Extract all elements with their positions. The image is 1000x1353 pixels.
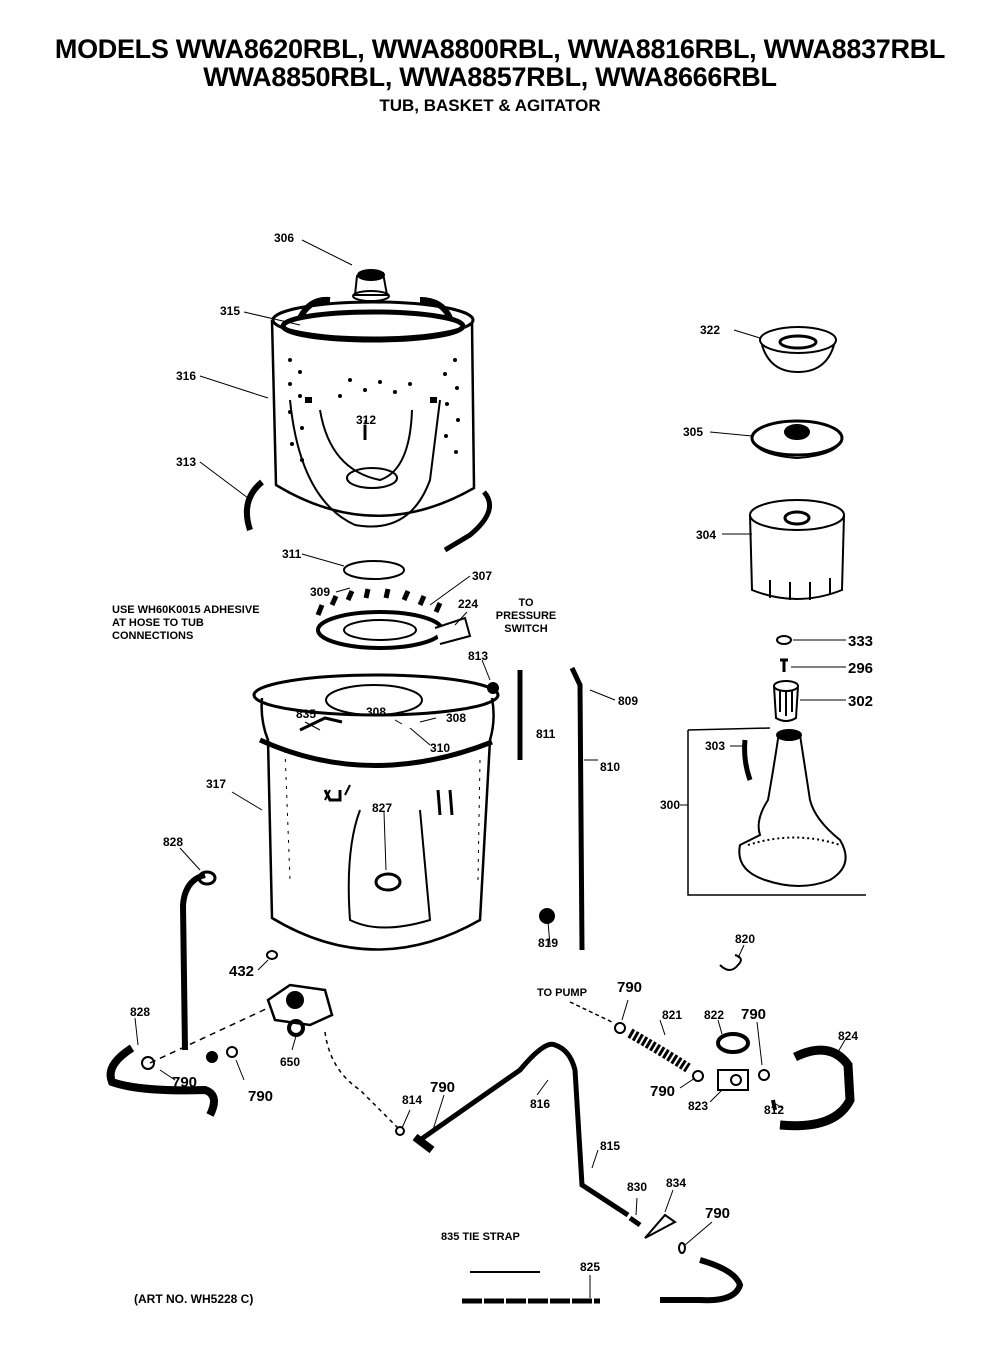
- agitator-cap: [352, 269, 390, 302]
- label-812: 812: [764, 1103, 784, 1117]
- agitator-barrel-304: [749, 499, 845, 600]
- basket-ring-313: [443, 490, 493, 553]
- basket-hose-313: [244, 479, 265, 531]
- label-816: 816: [530, 1097, 550, 1111]
- label-308a: 308: [366, 705, 386, 719]
- wash-basket: [270, 296, 476, 528]
- label-310: 310: [430, 741, 450, 755]
- adhesive-note-line3: CONNECTIONS: [112, 630, 194, 642]
- pressure-switch-line2: PRESSURE: [495, 610, 557, 622]
- hose-end: [660, 1257, 744, 1304]
- label-823: 823: [688, 1099, 708, 1113]
- tee-823: [717, 1069, 749, 1091]
- screw-296: [780, 658, 788, 672]
- label-790c: 790: [430, 1079, 455, 1096]
- label-813: 813: [468, 649, 488, 663]
- label-305: 305: [683, 425, 703, 439]
- label-312: 312: [356, 413, 376, 427]
- label-300: 300: [660, 798, 680, 812]
- label-821: 821: [662, 1008, 682, 1022]
- gasket-311: [343, 560, 405, 580]
- label-790g: 790: [705, 1205, 730, 1222]
- label-790f: 790: [650, 1083, 675, 1100]
- label-308b: 308: [446, 711, 466, 725]
- models-title-line2: WWA8850RBL, WWA8857RBL, WWA8666RBL: [203, 62, 777, 92]
- label-315: 315: [220, 304, 240, 318]
- label-650: 650: [280, 1055, 300, 1069]
- label-316: 316: [176, 369, 196, 383]
- label-790d: 790: [617, 979, 642, 996]
- hose-824: [779, 1045, 855, 1131]
- label-824: 824: [838, 1029, 858, 1043]
- label-322: 322: [700, 323, 720, 337]
- label-333: 333: [848, 633, 873, 650]
- adhesive-note-line1: USE WH60K0015 ADHESIVE: [112, 604, 260, 616]
- label-317: 317: [206, 777, 226, 791]
- label-827: 827: [372, 801, 392, 815]
- pressure-switch-note: TO PRESSURE SWITCH: [488, 597, 564, 636]
- label-822: 822: [704, 1008, 724, 1022]
- tub-hub-307: [315, 588, 472, 650]
- adhesive-note: USE WH60K0015 ADHESIVE AT HOSE TO TUB CO…: [112, 604, 260, 643]
- label-296: 296: [848, 660, 873, 677]
- fitting-822: [716, 1032, 750, 1054]
- pressure-switch-line3: SWITCH: [504, 623, 548, 635]
- cap-322: [759, 326, 837, 374]
- outer-tub: [252, 673, 500, 951]
- label-306: 306: [274, 231, 294, 245]
- hose-821: [627, 1028, 691, 1073]
- label-820: 820: [735, 932, 755, 946]
- label-828b: 828: [130, 1005, 150, 1019]
- label-432: 432: [229, 963, 254, 980]
- label-835: 835: [296, 707, 316, 721]
- coupling-302: [773, 680, 799, 722]
- label-814: 814: [402, 1093, 422, 1107]
- label-307: 307: [472, 569, 492, 583]
- label-303: 303: [705, 739, 725, 753]
- label-790e: 790: [741, 1006, 766, 1023]
- label-809: 809: [618, 694, 638, 708]
- section-title: TUB, BASKET & AGITATOR: [379, 96, 601, 115]
- label-834: 834: [666, 1176, 686, 1190]
- clip-820: [719, 954, 742, 971]
- adhesive-note-line2: AT HOSE TO TUB: [112, 617, 204, 629]
- label-309: 309: [310, 585, 330, 599]
- hose-828-upper: [179, 872, 206, 1051]
- drain-hose-810: [569, 666, 585, 951]
- label-302: 302: [848, 693, 873, 710]
- washer-333: [776, 635, 792, 645]
- label-810: 810: [600, 760, 620, 774]
- to-pump-note: TO PUMP: [537, 987, 587, 999]
- label-811: 811: [536, 727, 556, 741]
- art-number: (ART NO. WH5228 C): [134, 1292, 254, 1306]
- dispenser-305: [750, 419, 844, 460]
- label-313: 313: [176, 455, 196, 469]
- models-title-line1: MODELS WWA8620RBL, WWA8800RBL, WWA8816RB…: [54, 34, 946, 64]
- label-790a: 790: [172, 1074, 197, 1091]
- label-828a: 828: [163, 835, 183, 849]
- nut-819: [539, 908, 555, 924]
- label-830: 830: [627, 1180, 647, 1194]
- tie-strap-note: 835 TIE STRAP: [441, 1231, 520, 1243]
- pump-650: [266, 983, 334, 1037]
- drain-hose-815: [418, 1041, 630, 1218]
- label-825: 825: [580, 1260, 600, 1274]
- filter-834: [644, 1213, 677, 1239]
- pressure-switch-line1: TO: [518, 597, 534, 609]
- label-790b: 790: [248, 1088, 273, 1105]
- label-819: 819: [538, 936, 558, 950]
- clip-432: [266, 950, 278, 960]
- label-815: 815: [600, 1139, 620, 1153]
- hose-828-lower: [106, 1044, 218, 1117]
- label-304: 304: [696, 528, 716, 542]
- agitator-300: [687, 727, 866, 896]
- label-311: 311: [282, 547, 302, 561]
- label-224: 224: [458, 597, 478, 611]
